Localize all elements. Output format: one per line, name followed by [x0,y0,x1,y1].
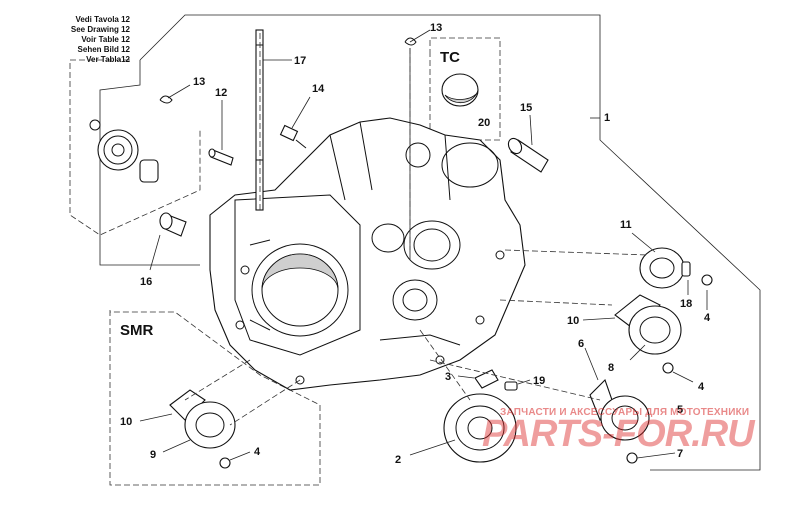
assembly-outline [139,14,761,471]
callout-6: 6 [578,338,584,350]
stud-17 [255,29,264,211]
screw-4-right-top [701,274,713,286]
smr-label: SMR [120,322,154,339]
callout-5: 5 [677,404,683,416]
cap-20 [441,73,479,107]
callout-13-top: 13 [430,22,442,34]
bearing-plate-10-smr [169,389,206,421]
callout-19: 19 [533,375,545,387]
screw-19 [504,381,518,391]
reference-note-line: Vedi Tavola 12 [75,15,130,24]
bushing-15 [507,137,549,173]
callout-4-right-top: 4 [704,312,711,324]
crankcase-half [209,117,526,391]
screw-4-right-mid [662,362,674,374]
assembly-outline-left [99,60,200,266]
callout-2: 2 [395,454,401,466]
callout-20: 20 [478,117,490,129]
clip-13-left [159,95,173,104]
gear-reference [89,119,159,183]
watermark-tagline: ЗАПЧАСТИ И АКСЕССУАРЫ ДЛЯ МОТОТЕХНИКИ [500,407,750,418]
callout-14: 14 [312,83,325,95]
bearing-5 [600,395,650,441]
reference-note-line: Sehen Bild 12 [77,45,130,54]
callout-8: 8 [608,362,614,374]
callout-16: 16 [140,276,152,288]
reference-group-outline [69,59,201,236]
callout-12: 12 [215,87,227,99]
callout-7: 7 [677,448,683,460]
bearing-8 [628,305,682,355]
callout-10-right: 10 [567,315,579,327]
sensor-14 [279,124,307,149]
bearing-11 [639,247,685,289]
reference-note: Vedi Tavola 12 See Drawing 12 Voir Table… [48,15,130,65]
smr-box-outline [109,310,321,486]
callout-15: 15 [520,102,532,114]
callout-11: 11 [620,219,632,231]
watermark-brand: PARTS-FOR.RU [482,413,755,455]
callout-4-smr: 4 [254,446,261,458]
callout-18: 18 [680,298,692,310]
screw-18 [681,261,691,277]
callout-9: 9 [150,449,156,461]
callout-3: 3 [445,371,451,383]
clip-13-top [404,37,417,46]
callout-1: 1 [604,112,610,124]
bearing-9 [184,401,236,449]
callout-13-left: 13 [193,76,205,88]
reference-note-line: See Drawing 12 [70,25,130,34]
reference-note-line: Voir Table 12 [81,35,130,44]
reference-note-line: Ver Tabla12 [86,55,130,64]
plate-3 [474,369,499,389]
callout-4-right-mid: 4 [698,381,705,393]
bushing-16 [159,212,187,237]
screw-4-smr [219,457,231,469]
bearing-2 [443,393,517,463]
dowel-12 [208,148,234,166]
callout-10-smr: 10 [120,416,132,428]
callout-17: 17 [294,55,306,67]
tc-label: TC [440,49,460,66]
tc-box-outline [429,37,501,141]
